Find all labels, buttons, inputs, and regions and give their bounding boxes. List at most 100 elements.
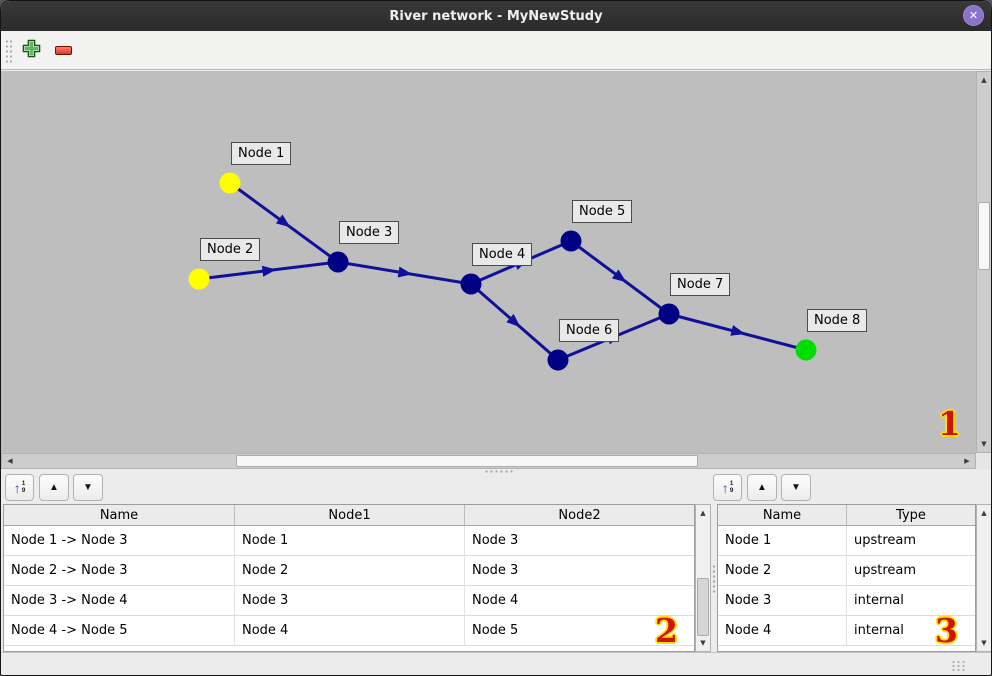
- column-header-name[interactable]: Name: [718, 505, 847, 525]
- triangle-down-icon: ▼: [791, 481, 801, 493]
- status-bar: [1, 652, 991, 675]
- scroll-down-icon[interactable]: ▼: [700, 639, 706, 647]
- table-row[interactable]: Node 2 upstream: [718, 556, 975, 586]
- nodes-move-up-button[interactable]: ▲: [747, 474, 777, 501]
- table-row[interactable]: Node 1 upstream: [718, 526, 975, 556]
- resize-grip-icon[interactable]: [951, 660, 965, 672]
- minus-icon: [54, 45, 72, 55]
- pane-splitter[interactable]: [1, 469, 991, 474]
- cell-node1[interactable]: Node 2: [235, 556, 465, 585]
- cell-name[interactable]: Node 1: [718, 526, 847, 555]
- add-node-button[interactable]: [17, 36, 45, 64]
- cell-node1[interactable]: Node 4: [235, 616, 465, 645]
- nodes-move-down-button[interactable]: ▼: [781, 474, 811, 501]
- node-label: Node 1: [231, 142, 292, 165]
- graph-node[interactable]: [560, 230, 582, 252]
- cell-node2[interactable]: Node 3: [472, 563, 519, 578]
- column-header-type[interactable]: Type: [896, 507, 926, 523]
- cell-type[interactable]: upstream: [854, 533, 917, 548]
- remove-node-button[interactable]: [49, 36, 77, 64]
- scroll-up-icon[interactable]: ▲: [981, 76, 987, 84]
- graph-node[interactable]: [547, 349, 569, 371]
- reaches-move-up-button[interactable]: ▲: [39, 474, 69, 501]
- cell-name[interactable]: Node 4 -> Node 5: [4, 616, 235, 645]
- node-label: Node 6: [559, 319, 620, 342]
- scroll-down-icon[interactable]: ▼: [981, 440, 987, 448]
- toolbar-drag-handle-icon[interactable]: [5, 39, 13, 63]
- reaches-table-header: Name Node1 Node2: [4, 505, 694, 526]
- scroll-up-icon[interactable]: ▲: [700, 509, 706, 517]
- cell-type[interactable]: upstream: [854, 563, 917, 578]
- cell-name[interactable]: Node 3 -> Node 4: [4, 586, 235, 615]
- annotation-mark-3: 3: [935, 611, 958, 650]
- canvas-hscroll-thumb[interactable]: [236, 455, 698, 467]
- splitter-handle-icon: [484, 470, 514, 473]
- table-row[interactable]: Node 3 internal: [718, 586, 975, 616]
- edge-arrow-icon: [397, 266, 413, 278]
- scrollbar-corner: [976, 453, 991, 469]
- titlebar: River network - MyNewStudy ✕: [1, 1, 991, 31]
- column-header-name[interactable]: Name: [4, 505, 235, 525]
- cell-node2[interactable]: Node 5: [472, 623, 519, 638]
- triangle-up-icon: ▲: [757, 481, 767, 493]
- table-row[interactable]: Node 1 -> Node 3 Node 1 Node 3: [4, 526, 694, 556]
- close-button[interactable]: ✕: [963, 5, 984, 26]
- scroll-up-icon[interactable]: ▲: [981, 509, 987, 517]
- reaches-vscroll-thumb[interactable]: [697, 578, 709, 636]
- nodes-table: Name Type Node 1 upstream Node 2 upstrea…: [717, 504, 976, 652]
- scroll-down-icon[interactable]: ▼: [981, 639, 987, 647]
- cell-name[interactable]: Node 3: [718, 586, 847, 615]
- cell-type[interactable]: internal: [854, 593, 904, 608]
- table-splitter[interactable]: [711, 504, 717, 652]
- table-row[interactable]: Node 4 internal: [718, 616, 975, 646]
- cell-node1[interactable]: Node 3: [235, 586, 465, 615]
- table-row[interactable]: Node 2 -> Node 3 Node 2 Node 3: [4, 556, 694, 586]
- cell-type[interactable]: internal: [854, 623, 904, 638]
- edge-arrow-icon: [275, 214, 291, 228]
- node-label: Node 4: [472, 243, 533, 266]
- nodes-table-header: Name Type: [718, 505, 975, 526]
- node-label: Node 2: [200, 238, 261, 261]
- table-row[interactable]: Node 3 -> Node 4 Node 3 Node 4: [4, 586, 694, 616]
- node-label: Node 3: [339, 221, 400, 244]
- graph-node[interactable]: [460, 273, 482, 295]
- column-header-node1[interactable]: Node1: [235, 505, 465, 525]
- annotation-mark-2: 2: [655, 611, 678, 650]
- cell-node2[interactable]: Node 3: [472, 533, 519, 548]
- graph-node[interactable]: [795, 339, 817, 361]
- close-icon: ✕: [968, 9, 979, 22]
- plus-icon: [22, 39, 41, 61]
- node-label: Node 8: [807, 309, 868, 332]
- table-row[interactable]: Node 4 -> Node 5 Node 4 Node 5: [4, 616, 694, 646]
- canvas-hscrollbar[interactable]: ◀ ▶: [1, 453, 976, 469]
- canvas-vscrollbar[interactable]: ▲ ▼: [976, 71, 991, 453]
- reaches-move-down-button[interactable]: ▼: [73, 474, 103, 501]
- edge-arrow-icon: [261, 265, 277, 277]
- edge-arrow-icon: [730, 325, 746, 336]
- scroll-right-icon[interactable]: ▶: [964, 457, 970, 465]
- graph-node[interactable]: [188, 268, 210, 290]
- cell-name[interactable]: Node 4: [718, 616, 847, 645]
- cell-node1[interactable]: Node 1: [235, 526, 465, 555]
- column-header-node2[interactable]: Node2: [558, 507, 601, 523]
- edge-arrow-icon: [611, 269, 627, 283]
- graph-node[interactable]: [658, 303, 680, 325]
- reaches-vscrollbar[interactable]: ▲ ▼: [695, 504, 711, 652]
- splitter-handle-icon: [712, 564, 716, 594]
- cell-name[interactable]: Node 2: [718, 556, 847, 585]
- graph-node[interactable]: [219, 172, 241, 194]
- graph-node[interactable]: [327, 251, 349, 273]
- canvas-vscroll-thumb[interactable]: [978, 202, 990, 270]
- cell-name[interactable]: Node 1 -> Node 3: [4, 526, 235, 555]
- nodes-vscrollbar[interactable]: ▲ ▼: [976, 504, 991, 652]
- cell-name[interactable]: Node 2 -> Node 3: [4, 556, 235, 585]
- node-label: Node 7: [670, 273, 731, 296]
- scroll-left-icon[interactable]: ◀: [7, 457, 13, 465]
- cell-node2[interactable]: Node 4: [472, 593, 519, 608]
